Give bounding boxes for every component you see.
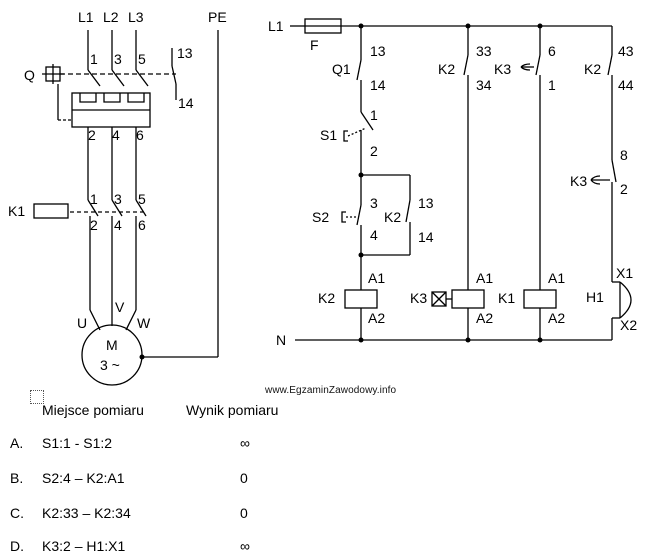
term-5: 5	[138, 51, 146, 67]
motor-u: U	[77, 315, 87, 331]
ctrl-k2-hold-14: 14	[418, 229, 434, 245]
ctrl-t34: 34	[476, 77, 492, 93]
ctrl-x1: X1	[616, 265, 633, 281]
k1-term-2: 2	[90, 217, 98, 233]
term-14: 14	[178, 95, 194, 111]
ctrl-t43: 43	[618, 43, 634, 59]
answer-result: 0	[240, 505, 248, 521]
motor-v: V	[115, 299, 125, 315]
ctrl-s2-4: 4	[370, 227, 378, 243]
term-3: 3	[114, 51, 122, 67]
answer-points: S2:4 – K2:A1	[42, 470, 125, 486]
k1-term-3: 3	[114, 191, 122, 207]
ctrl-t44: 44	[618, 77, 634, 93]
term-13: 13	[177, 45, 193, 61]
ctrl-k1-a2: A2	[548, 310, 565, 326]
ctrl-k3-a2: A2	[476, 310, 493, 326]
ctrl-x2: X2	[620, 317, 637, 333]
k1-term-1: 1	[90, 191, 98, 207]
motor-phase: 3 ~	[100, 357, 120, 373]
k1-term-6: 6	[138, 217, 146, 233]
ctrl-k3-6: K3	[494, 61, 511, 77]
ctrl-n: N	[276, 332, 286, 348]
ctrl-k2-a2: A2	[368, 310, 385, 326]
ctrl-q1: Q1	[332, 61, 351, 77]
term-4: 4	[112, 127, 120, 143]
answer-result: ∞	[240, 538, 250, 554]
circuit-diagram: L1 L2 L3 PE Q 1 3 5 13 14 2 4 6 K1 1 3 5…	[8, 9, 637, 386]
ctrl-k3-8: K3	[570, 173, 587, 189]
answer-points: K2:33 – K2:34	[42, 505, 131, 521]
ctrl-k2-hold-13: 13	[418, 195, 434, 211]
logo-icon	[30, 390, 44, 404]
answer-points: S1:1 - S1:2	[42, 435, 113, 451]
answer-row[interactable]: C. K2:33 – K2:34 0	[0, 505, 653, 525]
ctrl-k1-coil: K1	[498, 290, 515, 306]
ctrl-fuse: F	[310, 37, 319, 53]
answer-row[interactable]: D. K3:2 – H1:X1 ∞	[0, 538, 653, 558]
watermark: www.EgzaminZawodowy.info	[265, 385, 397, 396]
k1-term-5: 5	[138, 191, 146, 207]
ctrl-s1: S1	[320, 127, 337, 143]
answer-letter: A.	[10, 435, 24, 451]
ctrl-k2-33: K2	[438, 61, 455, 77]
ctrl-t1: 1	[548, 77, 556, 93]
answer-row[interactable]: B. S2:4 – K2:A1 0	[0, 470, 653, 490]
answer-letter: D.	[10, 538, 24, 554]
ctrl-t2: 2	[620, 181, 628, 197]
ctrl-t33: 33	[476, 43, 492, 59]
answer-result: ∞	[240, 435, 250, 451]
answer-letter: C.	[10, 505, 24, 521]
answer-result: 0	[240, 470, 248, 486]
ctrl-q1-14: 14	[370, 77, 386, 93]
label-l1: L1	[78, 9, 94, 25]
ctrl-s2-3: 3	[370, 195, 378, 211]
term-1: 1	[90, 51, 98, 67]
ctrl-s1-2: 2	[370, 143, 378, 159]
ctrl-l1: L1	[268, 18, 284, 34]
label-pe: PE	[208, 9, 227, 25]
term-6: 6	[136, 127, 144, 143]
ctrl-k3-a1: A1	[476, 270, 493, 286]
label-l2: L2	[103, 9, 119, 25]
ctrl-k1-a1: A1	[548, 270, 565, 286]
header-measurement-result: Wynik pomiaru	[186, 402, 279, 418]
ctrl-k2-hold: K2	[384, 209, 401, 225]
motor-w: W	[137, 315, 151, 331]
motor-m: M	[106, 337, 118, 353]
ctrl-s2: S2	[312, 209, 329, 225]
ctrl-q1-13: 13	[370, 43, 386, 59]
label-k1-power: K1	[8, 203, 25, 219]
answer-row[interactable]: A. S1:1 - S1:2 ∞	[0, 435, 653, 455]
ctrl-t6: 6	[548, 43, 556, 59]
ctrl-s1-1: 1	[370, 107, 378, 123]
ctrl-k2-a1: A1	[368, 270, 385, 286]
label-q: Q	[24, 67, 35, 83]
ctrl-h1: H1	[586, 289, 604, 305]
answer-points: K3:2 – H1:X1	[42, 538, 126, 554]
label-l3: L3	[128, 9, 144, 25]
ctrl-t8: 8	[620, 147, 628, 163]
answer-letter: B.	[10, 470, 24, 486]
k1-term-4: 4	[114, 217, 122, 233]
header-measurement-point: Miejsce pomiaru	[42, 402, 144, 418]
ctrl-k3-coil: K3	[410, 290, 427, 306]
ctrl-k2-coil: K2	[318, 290, 335, 306]
ctrl-k2-43: K2	[584, 61, 601, 77]
term-2: 2	[88, 127, 96, 143]
